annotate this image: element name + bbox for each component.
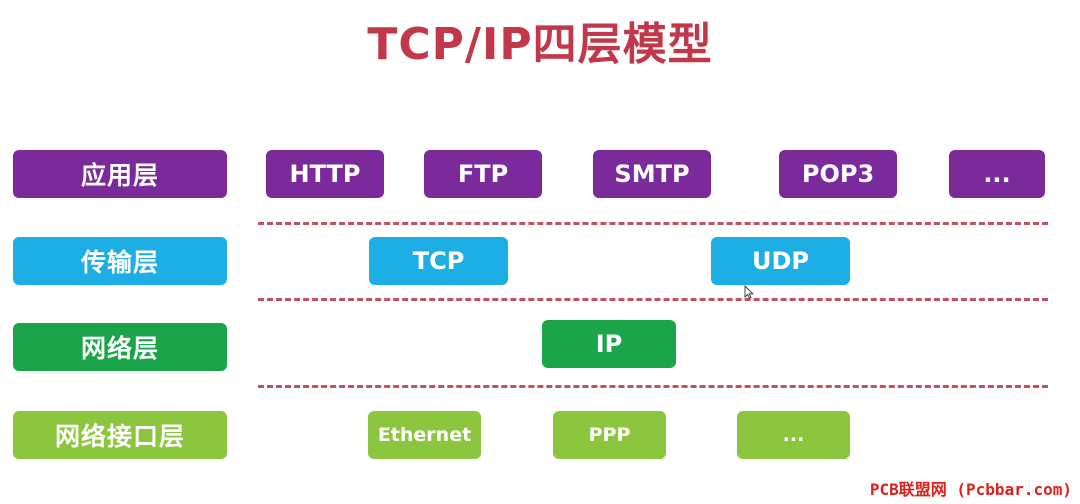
protocol-ftp: FTP bbox=[424, 150, 542, 198]
layer-label-transport: 传输层 bbox=[13, 237, 227, 285]
layer-label-application: 应用层 bbox=[13, 150, 227, 198]
layer-divider-1 bbox=[258, 222, 1048, 225]
mouse-pointer-icon bbox=[744, 285, 754, 299]
protocol-pop3: POP3 bbox=[779, 150, 897, 198]
layer-divider-3 bbox=[258, 385, 1048, 388]
protocol-http: HTTP bbox=[266, 150, 384, 198]
protocol-application-more: ... bbox=[949, 150, 1045, 198]
protocol-ip: IP bbox=[542, 320, 676, 368]
layer-label-link: 网络接口层 bbox=[13, 411, 227, 459]
protocol-ethernet: Ethernet bbox=[368, 411, 481, 459]
watermark-text: PCB联盟网 (Pcbbar.com) bbox=[869, 480, 1072, 499]
diagram-title: TCP/IP四层模型 bbox=[367, 19, 713, 70]
layer-label-network: 网络层 bbox=[13, 323, 227, 371]
protocol-udp: UDP bbox=[711, 237, 850, 285]
protocol-ppp: PPP bbox=[553, 411, 666, 459]
protocol-tcp: TCP bbox=[369, 237, 508, 285]
protocol-smtp: SMTP bbox=[593, 150, 711, 198]
protocol-link-more: ... bbox=[737, 411, 850, 459]
layer-divider-2 bbox=[258, 298, 1048, 301]
